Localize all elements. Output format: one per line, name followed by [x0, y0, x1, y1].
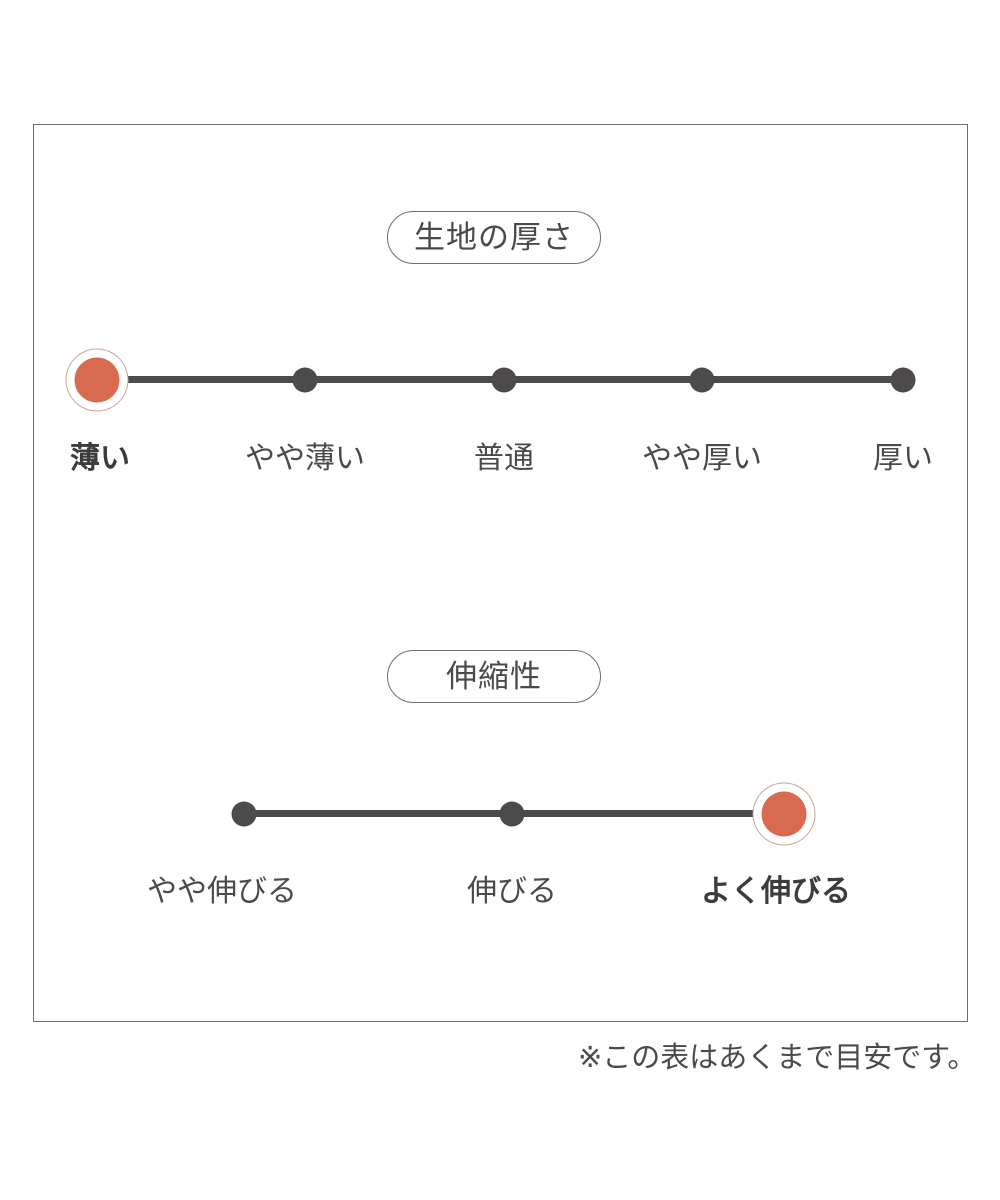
section-badge-fabric-thickness: 生地の厚さ [387, 211, 601, 264]
chart-footnote: ※この表はあくまで目安です。 [578, 1042, 977, 1074]
section-badge-label-fabric-thickness: 生地の厚さ [414, 220, 574, 255]
section-badge-stretchiness: 伸縮性 [387, 650, 601, 703]
scale-node-fabric-thickness-1-selected[interactable] [74, 357, 120, 403]
scale-label-fabric-thickness-3: 普通 [474, 442, 534, 475]
scale-node-fabric-thickness-3[interactable] [491, 367, 517, 393]
scale-label-fabric-thickness-5: 厚い [873, 442, 933, 475]
scale-label-stretchiness-3: よく伸びる [701, 875, 851, 908]
scale-label-stretchiness-2: 伸びる [467, 875, 557, 908]
scale-label-fabric-thickness-4: やや厚い [642, 442, 762, 475]
scale-label-fabric-thickness-2: やや薄い [245, 442, 365, 475]
scale-label-fabric-thickness-1: 薄い [70, 442, 130, 475]
scale-node-fabric-thickness-2[interactable] [292, 367, 318, 393]
scale-node-stretchiness-3-selected[interactable] [761, 791, 807, 837]
scale-node-stretchiness-2[interactable] [499, 801, 525, 827]
spec-chart-frame [33, 124, 968, 1022]
scale-node-fabric-thickness-4[interactable] [689, 367, 715, 393]
section-badge-label-stretchiness: 伸縮性 [446, 659, 542, 694]
scale-node-stretchiness-1[interactable] [231, 801, 257, 827]
scale-label-stretchiness-1: やや伸びる [147, 875, 297, 908]
scale-node-fabric-thickness-5[interactable] [890, 367, 916, 393]
